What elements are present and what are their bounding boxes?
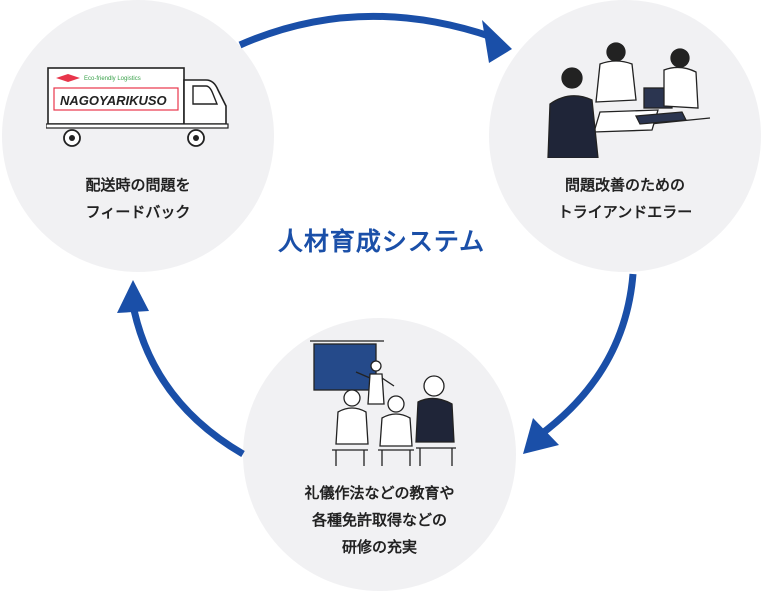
arrow-trial-to-training bbox=[537, 273, 637, 438]
node-feedback: 配送時の問題を フィードバック bbox=[2, 0, 274, 272]
node-feedback-line-1: 配送時の問題を bbox=[85, 176, 191, 194]
arrowhead-training bbox=[523, 418, 559, 454]
node-feedback-line-2: フィードバック bbox=[85, 203, 191, 221]
arrow-training-to-feedback bbox=[128, 299, 245, 458]
node-trial-label: 問題改善のための トライアンドエラー bbox=[489, 172, 761, 226]
node-trial: 問題改善のための トライアンドエラー bbox=[489, 0, 761, 272]
node-training-label: 礼儀作法などの教育や 各種免許取得などの 研修の充実 bbox=[243, 480, 516, 561]
node-trial-line-2: トライアンドエラー bbox=[557, 203, 693, 221]
node-trial-line-1: 問題改善のための bbox=[564, 176, 685, 194]
arrowhead-trial bbox=[482, 20, 512, 63]
node-training-line-3: 研修の充実 bbox=[341, 538, 417, 556]
seminar-lecture-illustration bbox=[310, 340, 456, 466]
center-title: 人材育成システム bbox=[277, 227, 486, 256]
truck-brand: NAGOYARIKUSO bbox=[60, 93, 167, 108]
arrow-feedback-to-trial bbox=[238, 12, 494, 49]
node-training-line-1: 礼儀作法などの教育や bbox=[304, 484, 455, 502]
delivery-truck-illustration: Eco-friendly Logistics NAGOYARIKUSO bbox=[46, 67, 229, 147]
node-training-line-2: 各種免許取得などの bbox=[311, 511, 447, 529]
truck-tagline: Eco-friendly Logistics bbox=[84, 76, 141, 82]
node-feedback-label: 配送時の問題を フィードバック bbox=[2, 172, 274, 226]
arrowhead-feedback bbox=[117, 280, 149, 313]
team-meeting-illustration bbox=[547, 42, 711, 158]
